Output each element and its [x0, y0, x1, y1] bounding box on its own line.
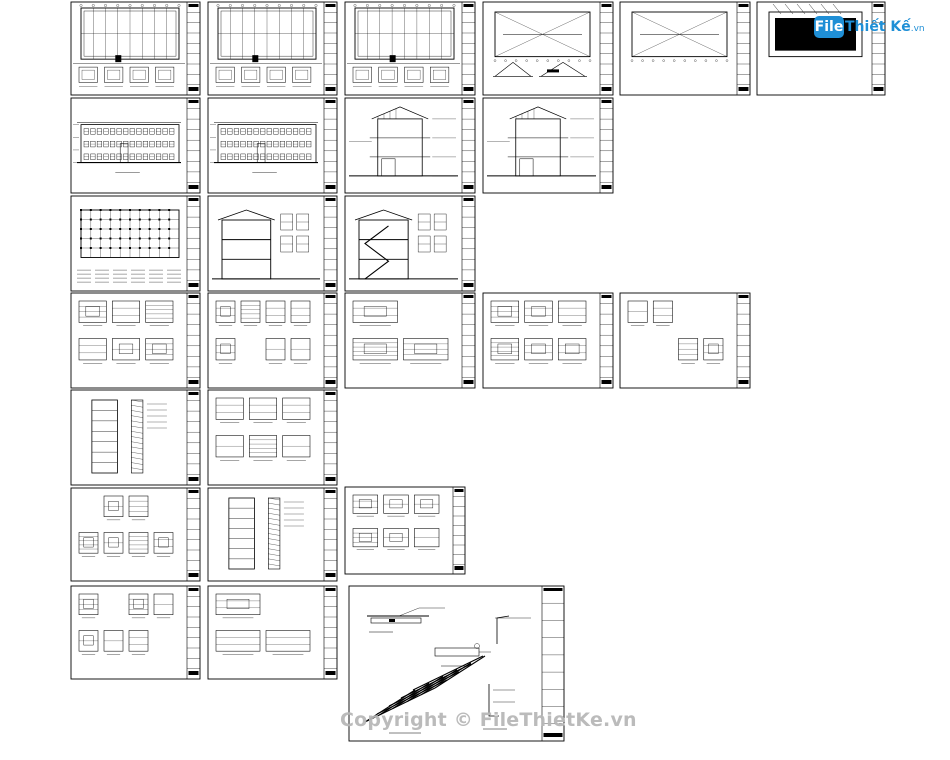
- sheet-detail-8: [70, 585, 201, 680]
- sheet-frame: [70, 97, 201, 194]
- sheet-frame: [344, 97, 476, 194]
- sheet-frame: [207, 389, 338, 486]
- sheet-small-detail: [344, 486, 466, 575]
- sheet-section-2: [344, 195, 476, 292]
- sheet-frame: [207, 585, 338, 680]
- sheet-frame: [344, 292, 476, 389]
- sheet-detail-4: [482, 292, 614, 389]
- logo-text: Thiết Kế.vn: [845, 16, 925, 40]
- sheet-frame: [70, 585, 201, 680]
- sheet-front-elevation: [70, 97, 201, 194]
- logo-badge: File: [814, 16, 844, 38]
- sheet-frame: [344, 1, 476, 96]
- sheet-detail-7: [207, 389, 338, 486]
- sheet-detail-9: [207, 585, 338, 680]
- copyright-watermark: Copyright © FileThietKe.vn: [340, 709, 637, 731]
- sheet-plan-grid: [70, 195, 201, 292]
- sheet-frame: [207, 195, 338, 292]
- sheet-detail-2: [207, 292, 338, 389]
- sheet-detail-1: [70, 292, 201, 389]
- sheet-door-detail: [207, 487, 338, 582]
- sheet-frame: [619, 1, 751, 96]
- sheet-frame: [70, 195, 201, 292]
- sheet-frame: [70, 389, 201, 486]
- sheet-rear-elevation: [207, 97, 338, 194]
- sheet-detail-6: [70, 389, 201, 486]
- sheet-floor-plan-1: [70, 1, 201, 96]
- sheet-roof-plan-1: [482, 1, 614, 96]
- sheet-detail-5: [619, 292, 751, 389]
- sheet-frame: [344, 486, 466, 575]
- sheet-floor-plan-3: [344, 1, 476, 96]
- sheet-frame: [344, 195, 476, 292]
- sheet-side-elevation-2: [482, 97, 614, 194]
- sheet-floor-plan-2: [207, 1, 338, 96]
- sheet-frame: [482, 97, 614, 194]
- sheet-side-elevation-1: [344, 97, 476, 194]
- sheet-section-1: [207, 195, 338, 292]
- sheet-frame: [207, 487, 338, 582]
- sheet-frame: [207, 292, 338, 389]
- sheet-frame: [619, 292, 751, 389]
- sheet-structure-detail: [348, 585, 565, 742]
- sheet-frame: [482, 1, 614, 96]
- logo-suffix: .vn: [910, 24, 925, 34]
- sheet-frame: [348, 585, 565, 742]
- sheet-frame: [207, 97, 338, 194]
- sheet-frame: [70, 1, 201, 96]
- sheet-frame: [207, 1, 338, 96]
- sheet-roof-plan-2: [619, 1, 751, 96]
- sheet-stair-detail: [70, 487, 201, 582]
- site-logo: File Thiết Kế.vn: [814, 14, 925, 44]
- sheet-frame: [482, 292, 614, 389]
- sheet-frame: [70, 487, 201, 582]
- logo-name: Thiết Kế: [845, 19, 911, 35]
- sheet-detail-3: [344, 292, 476, 389]
- sheet-frame: [70, 292, 201, 389]
